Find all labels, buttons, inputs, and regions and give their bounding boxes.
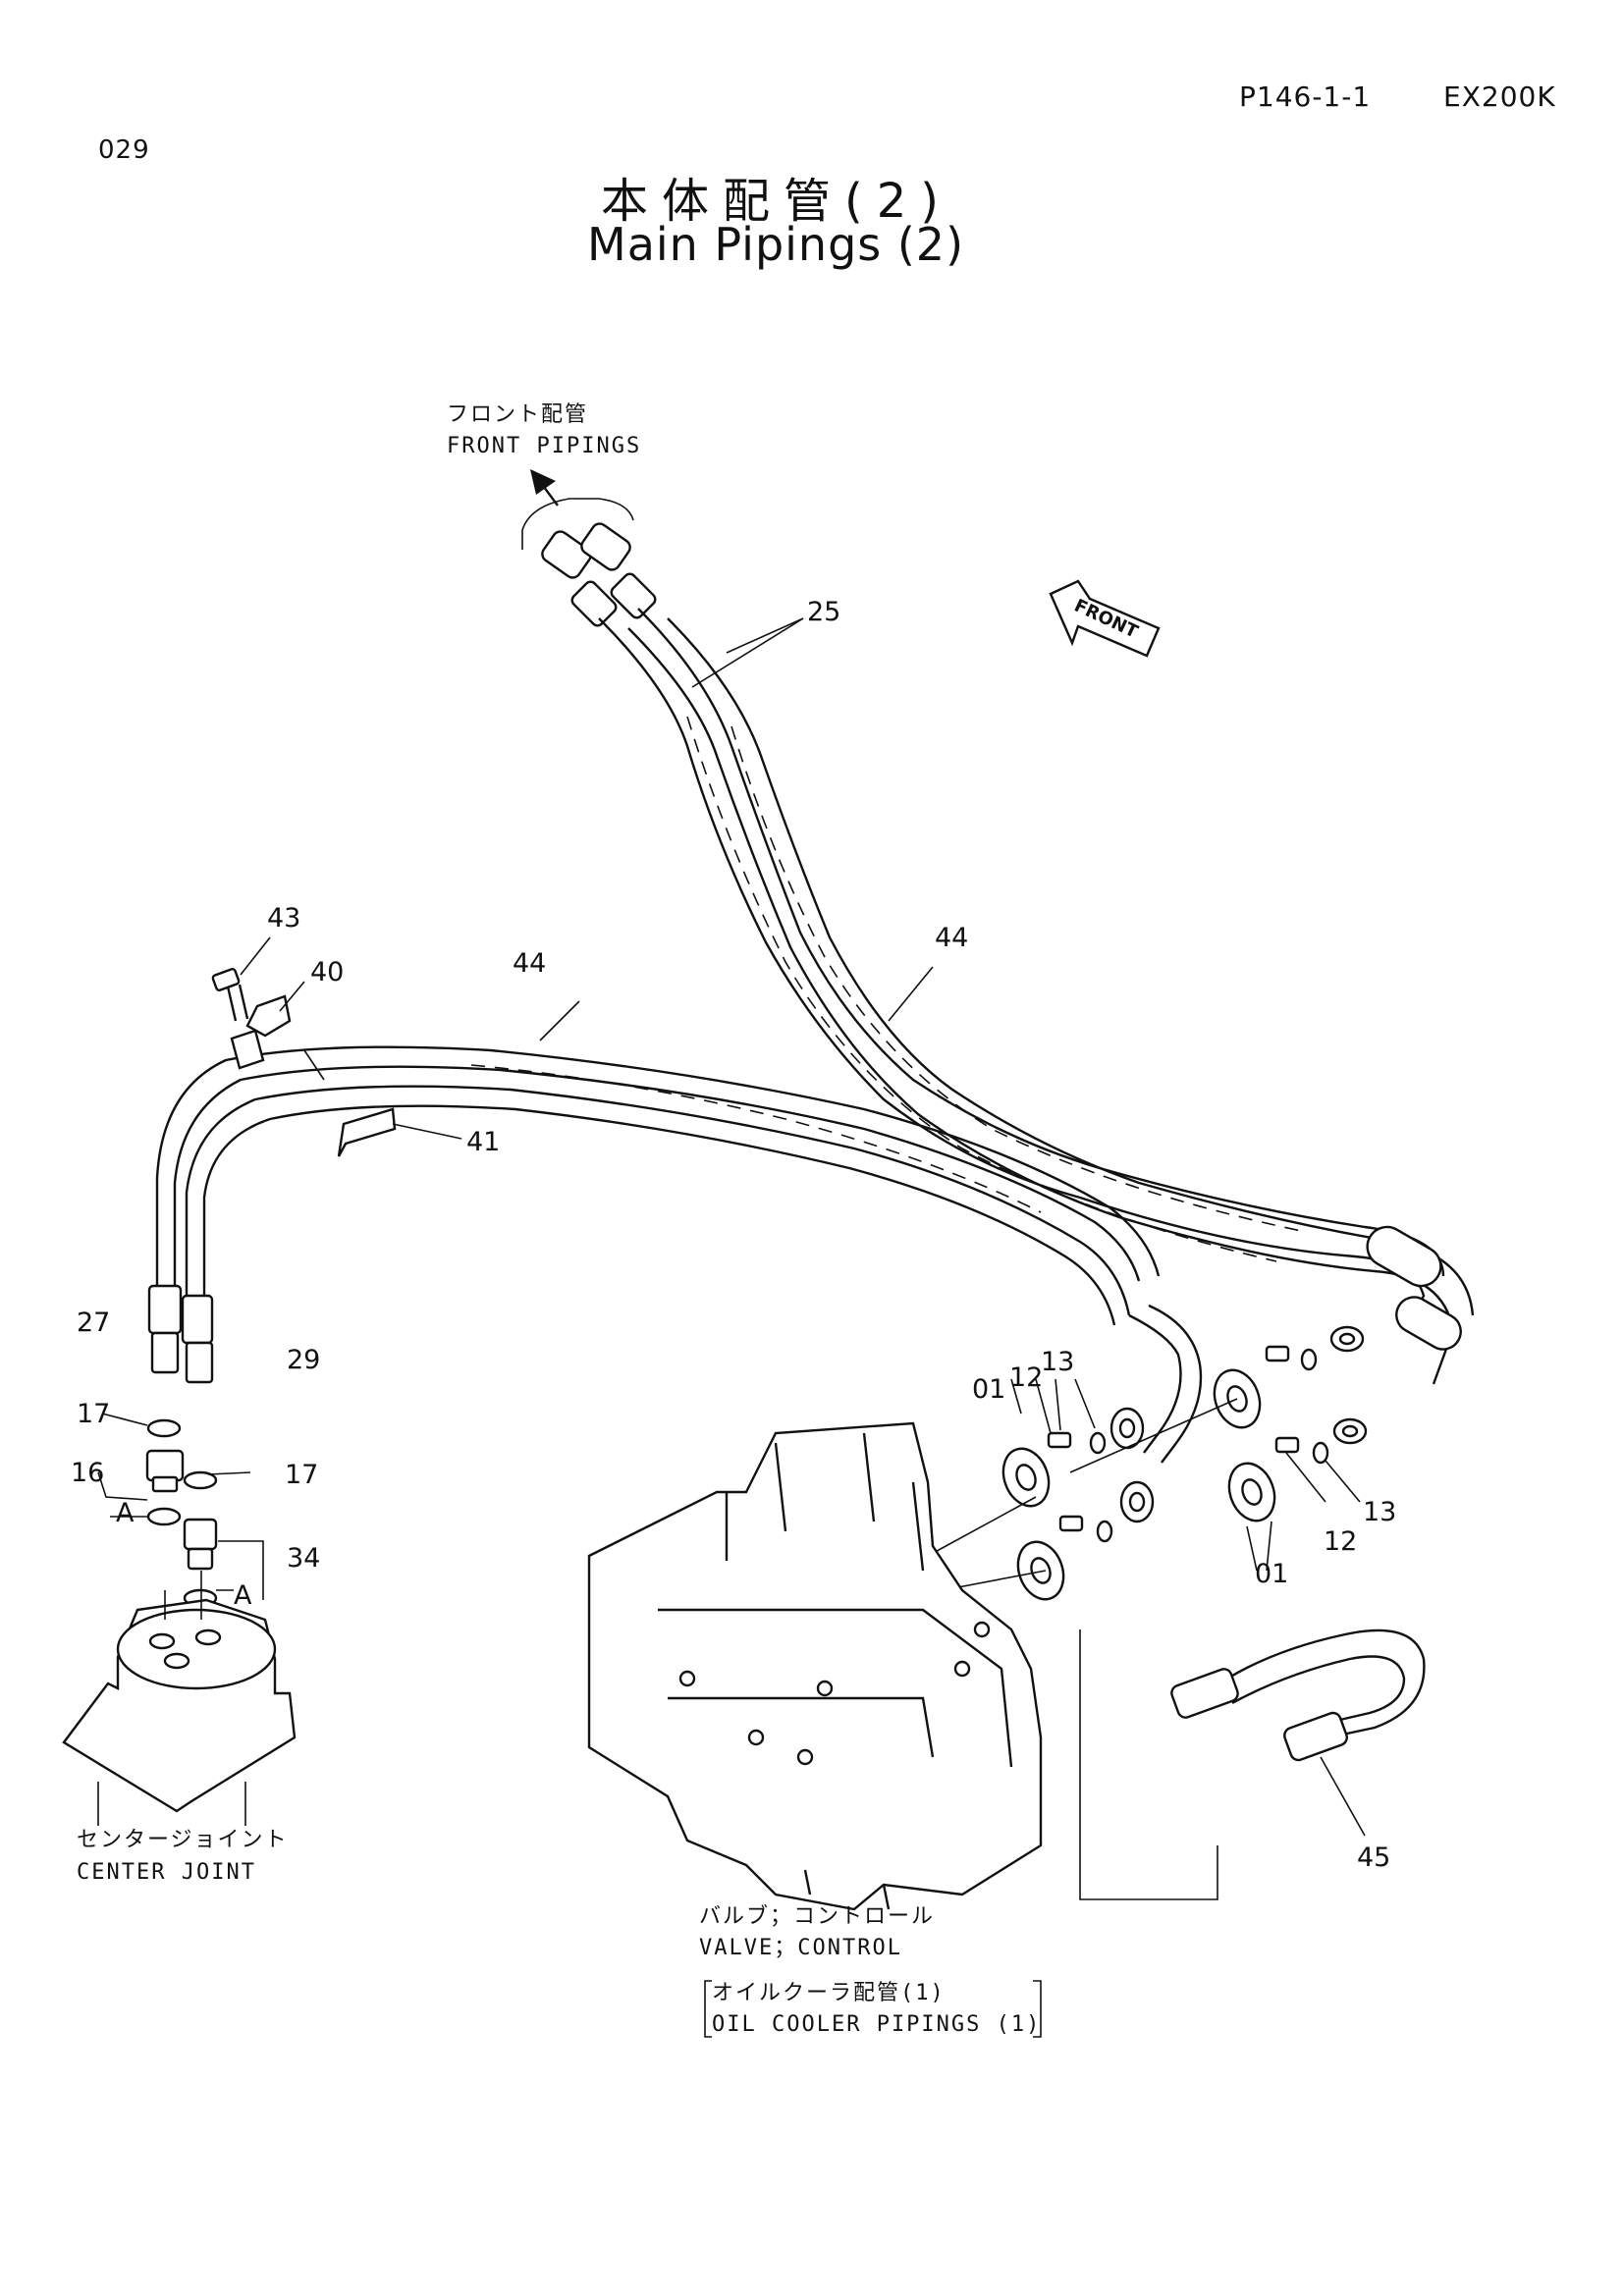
leader-25b: [691, 617, 804, 688]
front-pipings-arrow: [521, 469, 634, 550]
bracket-left: [704, 1980, 712, 2038]
callout-34: 34: [287, 1543, 321, 1574]
oil-cooler-label-jp: オイルクーラ配管(1): [712, 1981, 946, 2005]
front-pipings-label-jp: フロント配管: [447, 402, 589, 427]
callout-40: 40: [310, 957, 345, 988]
callout-12-upper: 12: [1009, 1362, 1044, 1393]
callout-27: 27: [77, 1308, 111, 1338]
callout-01-lower: 01: [1255, 1559, 1289, 1589]
callout-43: 43: [267, 903, 301, 934]
flange-parts: [927, 1345, 1361, 1601]
callout-25: 25: [807, 597, 841, 627]
callout-01-upper: 01: [972, 1374, 1006, 1405]
callout-a-upper: A: [116, 1498, 135, 1528]
callout-44-left: 44: [513, 948, 547, 979]
callout-a-lower: A: [234, 1580, 252, 1611]
callout-44-right: 44: [935, 923, 969, 953]
callout-17-left: 17: [77, 1399, 111, 1429]
hose-assembly-44: [147, 1045, 1203, 1523]
callout-12-lower: 12: [1324, 1526, 1358, 1557]
callout-17-right: 17: [285, 1460, 319, 1490]
title-japanese: 本体配管(2): [601, 174, 952, 229]
center-joint-label-jp: センタージョイント: [77, 1828, 289, 1852]
front-direction-arrow: [1049, 579, 1161, 658]
bracket-right: [1033, 1980, 1042, 2038]
front-pipings-label-en: FRONT PIPINGS: [447, 434, 642, 458]
callout-16: 16: [71, 1458, 105, 1488]
callout-29: 29: [287, 1345, 321, 1375]
valve-label-jp: バルブ；コントロール: [699, 1904, 936, 1929]
center-joint-label-en: CENTER JOINT: [77, 1860, 256, 1885]
oil-cooler-label-en: OIL COOLER PIPINGS (1): [712, 2012, 1042, 2037]
valve-label-en: VALVE；CONTROL: [699, 1936, 902, 1960]
hose-assembly-25: [541, 522, 1475, 1445]
sheet-number: 029: [98, 135, 150, 165]
control-valve-body: [587, 1421, 1043, 1911]
center-joint-body: [62, 1571, 297, 1826]
callout-13-upper: 13: [1041, 1347, 1075, 1377]
leader-44a: [539, 1000, 580, 1041]
callout-41: 41: [466, 1127, 501, 1157]
model-code: EX200K: [1443, 80, 1556, 113]
title-english: Main Pipings (2): [587, 218, 965, 271]
routing-line: [1079, 1629, 1218, 1900]
oil-cooler-hose-45: [1170, 1629, 1426, 1837]
callout-45: 45: [1357, 1842, 1391, 1873]
leader-25a: [726, 617, 804, 654]
clamp-parts: [211, 936, 462, 1157]
leader-44b: [888, 966, 934, 1022]
center-joint-connectors: [97, 1413, 264, 1608]
callout-13-lower: 13: [1363, 1497, 1397, 1527]
page-code: P146-1-1: [1239, 80, 1372, 113]
